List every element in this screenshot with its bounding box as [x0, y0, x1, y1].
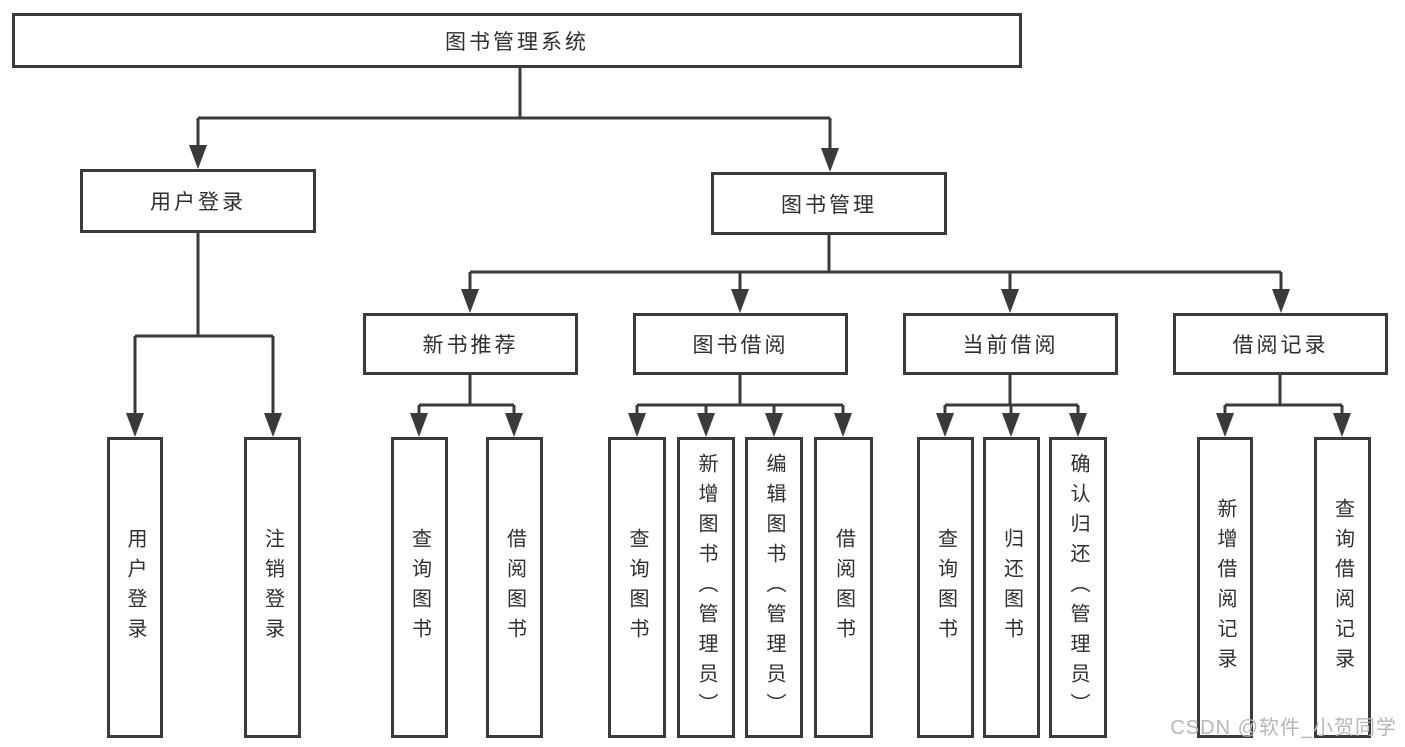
leaf-user-login-label: 用户登录 [124, 527, 146, 648]
csdn-watermark: CSDN @软件_小贺同学 [1170, 717, 1397, 739]
arrowhead-icon [1216, 413, 1234, 437]
leaf-current-confirm-label: 确认归还（管理员） [1067, 452, 1089, 723]
leaf-logout: 注销登录 [244, 437, 301, 738]
arrowhead-icon [264, 413, 282, 437]
connector-book-mgmt [468, 235, 1283, 292]
arrowhead-icon [1001, 289, 1019, 313]
leaf-records-query-label: 查询借阅记录 [1331, 497, 1354, 678]
arrowhead-icon [731, 289, 749, 313]
arrowhead-icon [126, 413, 144, 437]
arrowhead-icon [697, 413, 715, 437]
arrowhead-icon [821, 148, 839, 172]
arrowhead-icon [1002, 413, 1020, 437]
arrowhead-icon [765, 413, 783, 437]
leaf-borrow-borrow-label: 借阅图书 [832, 527, 855, 648]
leaf-current-query-label: 查询图书 [934, 527, 957, 648]
leaf-current-return: 归还图书 [983, 437, 1040, 738]
arrowhead-icon [1333, 413, 1351, 437]
arrowhead-icon [505, 413, 523, 437]
leaf-current-confirm: 确认归还（管理员） [1049, 437, 1107, 738]
arrowhead-icon [936, 413, 954, 437]
node-current-borrow-label: 当前借阅 [962, 334, 1059, 357]
connector-user-login [133, 233, 275, 416]
connector-book-borrow [635, 375, 845, 416]
node-new-book-recommend: 新书推荐 [363, 313, 578, 375]
leaf-newbook-query-label: 查询图书 [408, 527, 431, 648]
leaf-current-return-label: 归还图书 [1000, 527, 1023, 648]
connector-current-borrow [943, 375, 1080, 416]
arrowhead-icon [1272, 289, 1290, 313]
node-borrow-records: 借阅记录 [1173, 313, 1388, 375]
leaf-borrow-edit-label: 编辑图书（管理员） [763, 452, 785, 723]
leaf-borrow-borrow: 借阅图书 [814, 437, 873, 738]
connector-root [196, 68, 832, 151]
leaf-records-query: 查询借阅记录 [1314, 437, 1371, 738]
leaf-newbook-borrow: 借阅图书 [486, 437, 543, 738]
arrowhead-icon [189, 145, 207, 169]
node-root-label: 图书管理系统 [445, 30, 589, 54]
arrowhead-icon [834, 413, 852, 437]
node-book-mgmt-label: 图书管理 [781, 193, 877, 217]
leaf-borrow-edit: 编辑图书（管理员） [745, 437, 803, 738]
node-book-borrow-label: 图书借阅 [692, 334, 789, 357]
node-book-borrow: 图书借阅 [633, 313, 848, 375]
connector-new-book [417, 375, 516, 416]
node-current-borrow: 当前借阅 [903, 313, 1118, 375]
leaf-user-login: 用户登录 [107, 437, 163, 738]
leaf-newbook-query: 查询图书 [391, 437, 448, 738]
leaf-logout-label: 注销登录 [261, 527, 284, 648]
leaf-borrow-query: 查询图书 [608, 437, 666, 738]
leaf-borrow-query-label: 查询图书 [626, 527, 648, 648]
leaf-records-add: 新增借阅记录 [1197, 437, 1253, 738]
leaf-borrow-add-label: 新增图书（管理员） [695, 452, 717, 723]
arrowhead-icon [410, 413, 428, 437]
leaf-current-query: 查询图书 [917, 437, 974, 738]
node-new-book-recommend-label: 新书推荐 [422, 334, 519, 357]
node-book-mgmt: 图书管理 [711, 172, 947, 235]
node-borrow-records-label: 借阅记录 [1232, 334, 1329, 357]
arrowhead-icon [628, 413, 646, 437]
arrowheads [126, 145, 1351, 437]
connector-borrow-records [1223, 375, 1344, 416]
leaf-records-add-label: 新增借阅记录 [1214, 497, 1236, 678]
arrowhead-icon [1069, 413, 1087, 437]
node-user-login-label: 用户登录 [150, 191, 246, 214]
leaf-borrow-add: 新增图书（管理员） [677, 437, 735, 738]
leaf-newbook-borrow-label: 借阅图书 [503, 527, 526, 648]
arrowhead-icon [461, 289, 479, 313]
node-user-login: 用户登录 [80, 169, 316, 233]
node-root: 图书管理系统 [12, 13, 1022, 68]
